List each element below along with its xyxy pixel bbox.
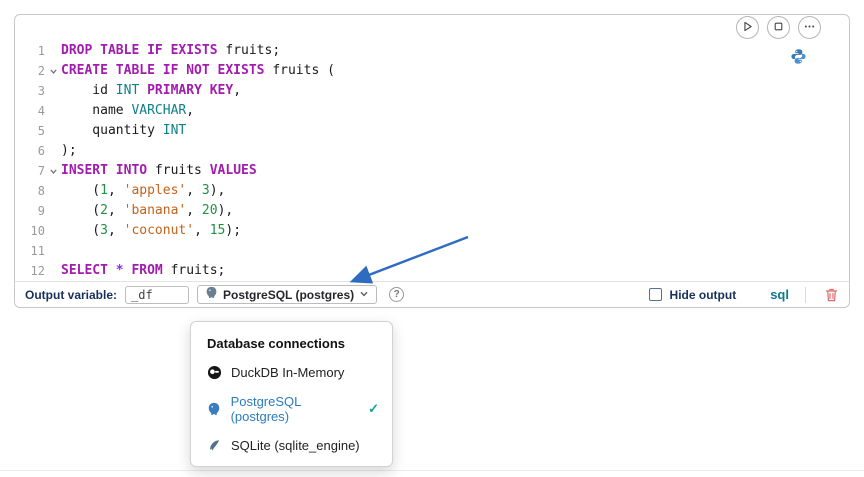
line-number: 1 xyxy=(37,44,45,58)
code-line[interactable]: id INT PRIMARY KEY, xyxy=(61,83,242,98)
chevron-down-icon xyxy=(359,286,369,304)
output-variable-input[interactable] xyxy=(125,285,190,304)
line-number: 7 xyxy=(15,161,61,181)
code-line[interactable]: (3, 'coconut', 15); xyxy=(61,223,242,238)
run-icon xyxy=(742,19,753,37)
menu-item-duckdb-in-memory[interactable]: DuckDB In-Memory xyxy=(191,358,392,387)
run-button[interactable] xyxy=(736,16,759,39)
code-lines: DROP TABLE IF EXISTS fruits; CREATE TABLE… xyxy=(61,41,849,281)
code-line[interactable]: ); xyxy=(61,143,77,158)
code-line[interactable]: name VARCHAR, xyxy=(61,103,195,118)
help-icon[interactable]: ? xyxy=(389,287,405,302)
connection-label: PostgreSQL (postgres) xyxy=(223,287,355,302)
line-number: 11 xyxy=(30,244,45,258)
next-cell-divider xyxy=(0,470,864,471)
code-line[interactable]: (2, 'banana', 20), xyxy=(61,203,234,218)
menu-item-sqlite-sqlite-engine[interactable]: SQLite (sqlite_engine) xyxy=(191,431,392,460)
hide-output-label: Hide output xyxy=(669,287,737,302)
cell-action-buttons xyxy=(736,16,821,39)
code-line[interactable]: INSERT INTO fruits VALUES xyxy=(61,163,257,178)
duckdb-icon xyxy=(207,365,222,380)
line-number: 6 xyxy=(37,144,45,158)
line-number: 4 xyxy=(37,104,45,118)
interrupt-icon xyxy=(773,19,784,37)
code-line[interactable]: SELECT * FROM fruits; xyxy=(61,263,226,278)
code-line[interactable]: CREATE TABLE IF NOT EXISTS fruits ( xyxy=(61,63,335,78)
ellipsis-icon xyxy=(803,19,816,37)
menu-title: Database connections xyxy=(207,336,345,351)
line-number: 9 xyxy=(37,204,45,218)
fold-chevron-icon[interactable] xyxy=(45,67,61,76)
trash-icon[interactable] xyxy=(824,287,839,303)
code-line[interactable]: quantity INT xyxy=(61,123,187,138)
line-number: 3 xyxy=(37,84,45,98)
toolbar-divider xyxy=(805,286,806,303)
more-actions-button[interactable] xyxy=(798,16,821,39)
sqlite-icon xyxy=(207,438,222,453)
code-line[interactable]: (1, 'apples', 3), xyxy=(61,183,226,198)
interrupt-button[interactable] xyxy=(767,16,790,39)
line-number: 12 xyxy=(30,264,45,278)
output-variable-label: Output variable: xyxy=(25,287,118,302)
menu-item-label: SQLite (sqlite_engine) xyxy=(231,438,360,453)
python-icon xyxy=(790,48,807,70)
line-number: 5 xyxy=(37,124,45,138)
menu-item-label: PostgreSQL (postgres) xyxy=(230,394,301,424)
menu-item-postgresql-postgres[interactable]: PostgreSQL (postgres) ✓ xyxy=(191,387,392,431)
line-number: 2 xyxy=(15,61,61,81)
language-badge: sql xyxy=(770,287,789,302)
cell-toolbar: Output variable: PostgreSQL (postgres) ?… xyxy=(15,281,849,307)
code-line[interactable]: DROP TABLE IF EXISTS fruits; xyxy=(61,43,281,58)
postgresql-icon xyxy=(205,286,218,304)
code-line[interactable] xyxy=(61,241,849,261)
line-number: 8 xyxy=(37,184,45,198)
fold-chevron-icon[interactable] xyxy=(45,167,61,176)
line-number: 10 xyxy=(30,224,45,238)
hide-output-checkbox[interactable] xyxy=(648,288,662,301)
checkmark-icon: ✓ xyxy=(368,401,379,416)
menu-item-label: DuckDB In-Memory xyxy=(231,365,345,380)
postgresql-icon xyxy=(207,402,222,417)
connection-dropdown[interactable]: PostgreSQL (postgres) xyxy=(197,285,378,304)
